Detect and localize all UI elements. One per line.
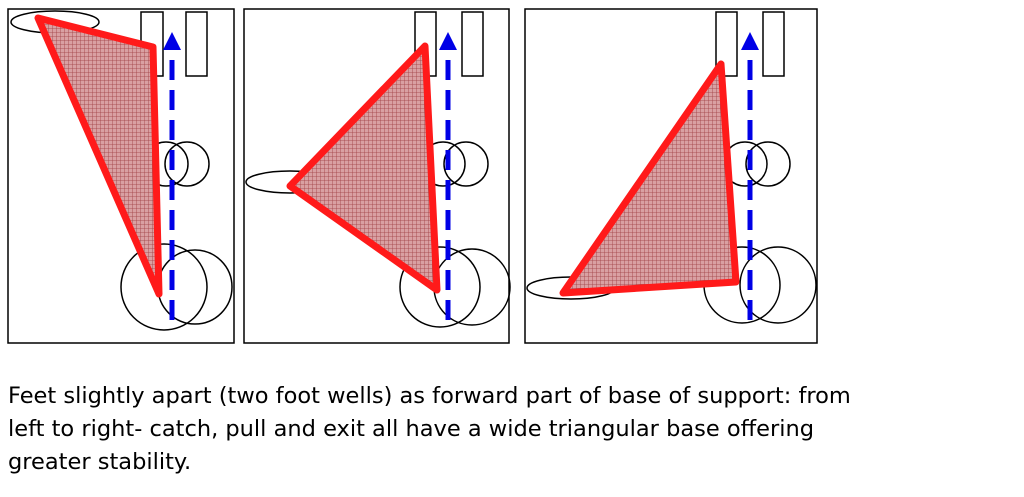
- base-of-support-triangle: [559, 60, 740, 297]
- caption-line-1: Feet slightly apart (two foot wells) as …: [8, 383, 851, 409]
- base-of-support-triangle: [286, 42, 441, 294]
- caption-line-3: greater stability.: [8, 449, 192, 475]
- foot-well-right: [185, 11, 208, 77]
- direction-arrow-head: [741, 32, 759, 50]
- foot-well-right: [461, 11, 484, 77]
- panel-pull: [243, 8, 511, 344]
- panel-frame: [524, 8, 818, 344]
- foot-well-left: [715, 11, 738, 77]
- foot-well-right: [762, 11, 785, 77]
- knee-circle-right: [164, 141, 210, 187]
- base-of-support-triangle: [34, 14, 163, 298]
- caption-line-2: left to right- catch, pull and exit all …: [8, 416, 815, 442]
- panel-frame: [7, 8, 235, 344]
- seat-circle-left: [120, 243, 208, 331]
- panel-exit: [524, 8, 818, 344]
- knee-circle-right: [745, 141, 791, 187]
- direction-arrow-head: [163, 32, 181, 50]
- seat-circle-right: [157, 249, 233, 325]
- caption: Feet slightly apart (two foot wells) as …: [8, 380, 1018, 479]
- seat-circle-right: [739, 246, 817, 324]
- panel-frame: [243, 8, 510, 344]
- seat-circle-left: [399, 246, 481, 328]
- direction-arrow-head: [439, 32, 457, 50]
- seat-circle-right: [433, 248, 511, 326]
- panel-catch: [7, 8, 235, 344]
- stability-diagram: [7, 8, 818, 344]
- knee-circle-right: [443, 141, 489, 187]
